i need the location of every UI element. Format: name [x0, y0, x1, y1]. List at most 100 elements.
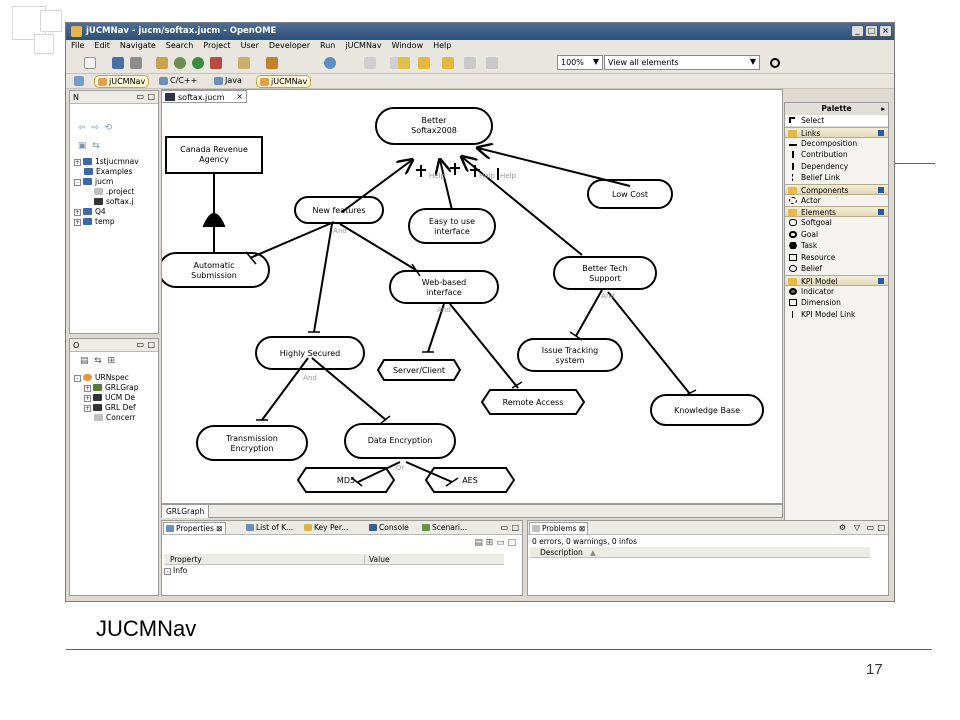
tree-item[interactable]: Examples [74, 167, 139, 177]
menu-user[interactable]: User [240, 41, 259, 50]
palette-kpi-model-link[interactable]: KPI Model Link [785, 309, 888, 321]
external-tools-icon[interactable] [210, 57, 222, 69]
palette-select-tool[interactable]: Select [785, 115, 888, 127]
palette-belief[interactable]: Belief [785, 263, 888, 275]
tab-console[interactable]: Console [367, 522, 411, 534]
print-icon[interactable] [130, 57, 142, 69]
node-new-features[interactable] [294, 196, 384, 224]
tab-scenarios[interactable]: Scenari... [420, 522, 469, 534]
perspective-jucmnav[interactable]: jUCMNav [94, 75, 150, 88]
expand-icon[interactable]: + [84, 385, 91, 392]
collapse-icon[interactable]: - [74, 179, 81, 186]
pin-icon[interactable] [878, 277, 884, 284]
link-md5-dataenc[interactable] [357, 461, 401, 483]
properties-row-info[interactable]: -Info [164, 566, 187, 575]
maximize-view-icon[interactable]: □ [877, 523, 885, 532]
menu-jucmnav[interactable]: jUCMNav [345, 41, 382, 50]
maximize-view-icon[interactable]: □ [147, 92, 155, 101]
tree-item[interactable]: +temp [74, 217, 115, 226]
menu-dropdown-icon[interactable]: ▽ [853, 523, 860, 532]
palette-drawer-elements[interactable]: Elements [785, 206, 888, 217]
palette-decomposition[interactable]: Decomposition [785, 138, 888, 150]
link-server-web[interactable] [427, 303, 445, 353]
perspective-java[interactable]: Java [211, 75, 245, 88]
filter-icon[interactable]: ⚙ [838, 523, 846, 532]
save-icon[interactable] [112, 57, 124, 69]
pin-icon[interactable] [878, 186, 884, 193]
tab-grlgraph[interactable]: GRLGraph [162, 505, 210, 518]
expand-icon[interactable]: + [84, 405, 91, 412]
tab-problems[interactable]: Problems ⊠ [529, 522, 589, 534]
tree-item[interactable]: .project [74, 187, 139, 197]
node-highly-secured[interactable] [255, 336, 365, 370]
link-web-newfeat[interactable] [339, 223, 417, 271]
menu-edit[interactable]: Edit [94, 41, 110, 50]
perspective-jucmnav-2[interactable]: jUCMNav [256, 75, 312, 88]
palette-drawer-links[interactable]: Links [785, 126, 888, 138]
node-better-tech[interactable] [553, 256, 657, 290]
node-knowledge-base[interactable] [650, 394, 764, 426]
tab-properties[interactable]: Properties ⊠ [163, 522, 226, 534]
expand-icon[interactable]: + [74, 209, 81, 216]
tree-item[interactable]: Concerr [74, 413, 138, 423]
node-automatic-submission[interactable] [162, 252, 270, 288]
navigator-tab[interactable]: N [73, 93, 79, 102]
more-icon[interactable] [486, 57, 498, 69]
minimize-view-icon[interactable]: ▭ [136, 340, 144, 349]
back-arrow-icon[interactable] [418, 57, 430, 69]
node-easy-to-use[interactable] [408, 208, 496, 244]
tree-item[interactable]: +GRLGrap [84, 383, 139, 392]
maximize-button[interactable]: □ [865, 25, 878, 37]
node-data-encryption[interactable] [344, 423, 456, 459]
tool-icon[interactable] [238, 57, 250, 69]
menu-search[interactable]: Search [165, 41, 194, 50]
tree-item[interactable]: -jucm [74, 177, 139, 187]
new-icon[interactable] [84, 57, 96, 69]
menu-project[interactable]: Project [203, 41, 231, 50]
node-md5[interactable] [296, 467, 396, 493]
tab-key-performance[interactable]: Key Per... [302, 522, 350, 534]
menu-navigate[interactable]: Navigate [119, 41, 156, 50]
link-remote-web[interactable] [449, 303, 519, 389]
node-web-based[interactable] [389, 270, 499, 304]
run-icon[interactable] [192, 57, 204, 69]
tree-item[interactable]: +UCM De [84, 393, 135, 402]
expand-icon[interactable]: + [74, 159, 81, 166]
menu-developer[interactable]: Developer [268, 41, 311, 50]
palette-drawer-kpi[interactable]: KPI Model [785, 274, 888, 286]
palette-softgoal[interactable]: Softgoal [785, 217, 888, 229]
node-canada-revenue[interactable] [165, 136, 263, 174]
palette-drawer-components[interactable]: Components [785, 183, 888, 195]
view-filter-select[interactable]: View all elements▼ [604, 55, 760, 70]
palette-belief-link[interactable]: Belief Link [785, 172, 888, 184]
zoom-select[interactable]: 100%▼ [557, 55, 603, 70]
palette-dependency[interactable]: Dependency [785, 161, 888, 173]
menu-help[interactable]: Help [433, 41, 452, 50]
outline-tab[interactable]: O [73, 341, 80, 350]
tree-item[interactable]: +1stjucmnav [74, 157, 139, 166]
forward-arrow-icon[interactable] [442, 57, 454, 69]
close-button[interactable]: × [879, 25, 892, 37]
tree-item[interactable]: +Q4 [74, 207, 106, 216]
close-tab-icon[interactable]: × [236, 92, 243, 101]
globe-icon[interactable] [324, 57, 336, 69]
palette-actor[interactable]: Actor [785, 195, 888, 207]
debug-icon[interactable] [174, 57, 186, 69]
launch-icon[interactable] [266, 57, 278, 69]
node-remote-access[interactable] [480, 389, 586, 415]
palette-task[interactable]: Task [785, 240, 888, 252]
tab-list-of-kpi[interactable]: List of K... [244, 522, 295, 534]
redo-icon[interactable] [464, 57, 476, 69]
annotation-icon[interactable] [398, 57, 410, 69]
node-issue-tracking[interactable] [517, 338, 623, 372]
minimize-button[interactable]: _ [851, 25, 864, 37]
palette-collapse-icon[interactable]: ▸ [881, 104, 885, 113]
tree-item[interactable]: -URNspec [74, 373, 138, 383]
collapse-icon[interactable]: - [164, 568, 171, 575]
palette-goal[interactable]: Goal [785, 229, 888, 241]
properties-icon[interactable] [156, 57, 168, 69]
node-aes[interactable] [424, 467, 516, 493]
pin-icon[interactable] [878, 209, 884, 215]
menu-window[interactable]: Window [391, 41, 424, 50]
link-aes-dataenc[interactable] [405, 461, 453, 483]
